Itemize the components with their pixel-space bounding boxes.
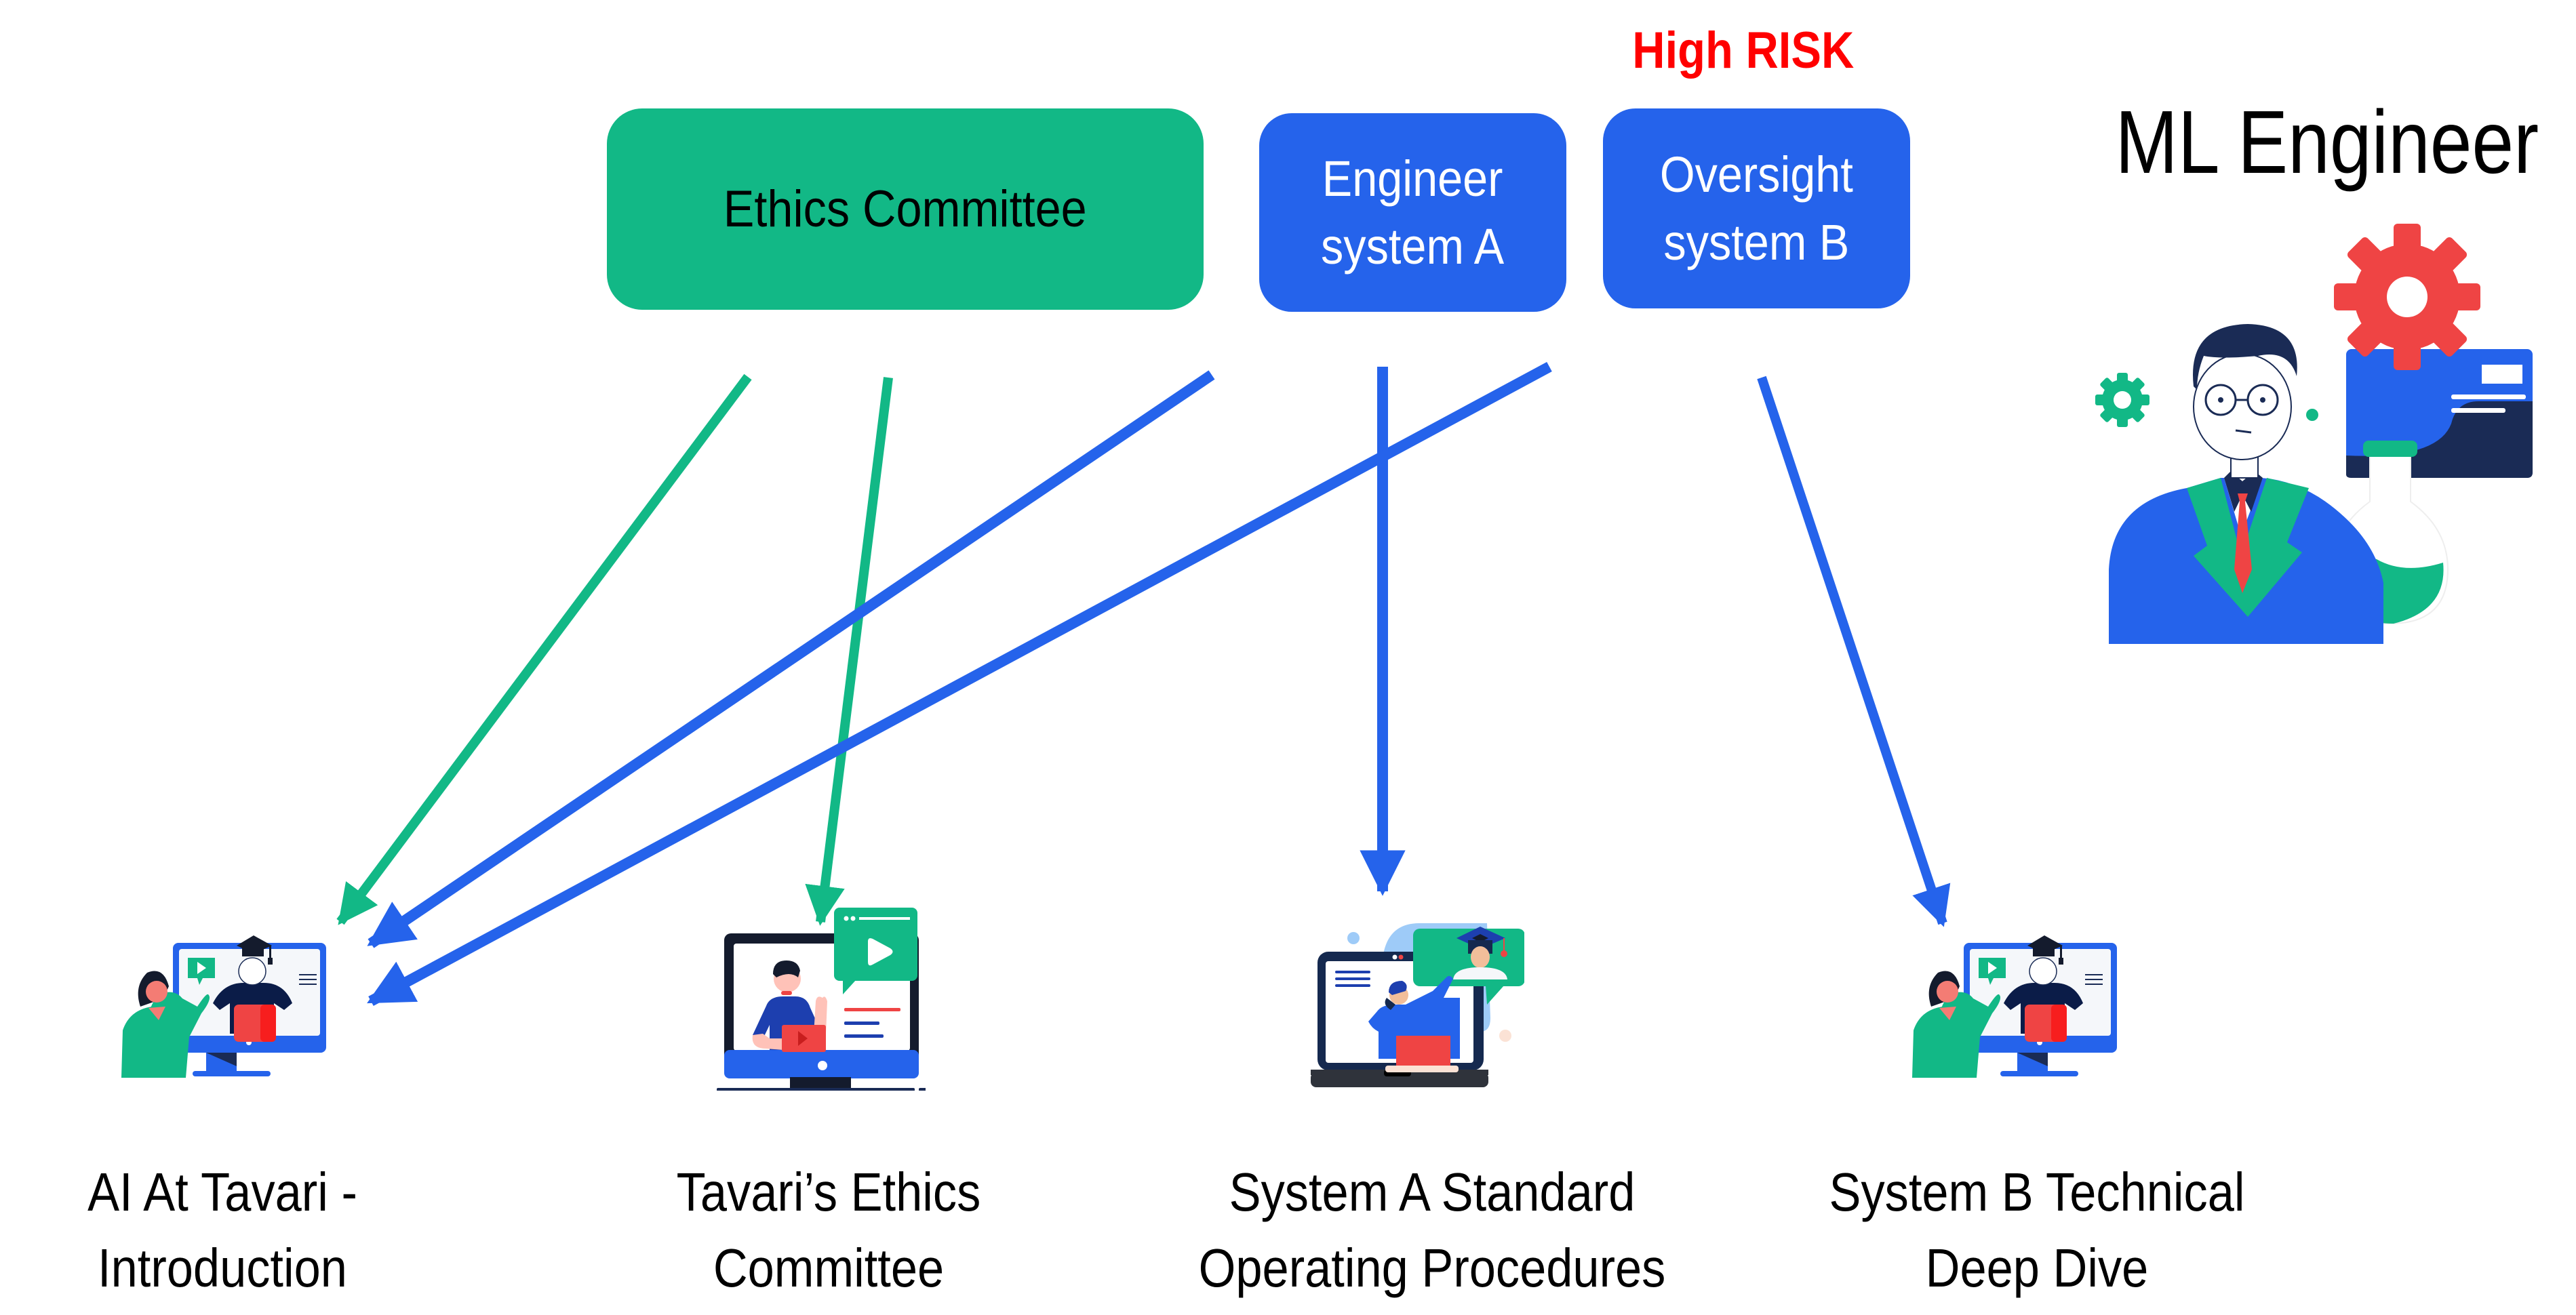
role-box-ethics-committee[interactable]: Ethics Committee	[607, 108, 1204, 310]
course-label-line: Introduction	[98, 1238, 347, 1298]
role-box-label: Oversight system B	[1660, 141, 1853, 277]
dot-icon	[2306, 409, 2318, 421]
high-risk-label: High RISK	[1617, 20, 1861, 81]
arrow-ethics-to-course-1	[336, 373, 752, 925]
arrow-oversight-b-to-course-4	[1757, 376, 1951, 927]
role-box-oversight-system-b[interactable]: Oversight system B	[1603, 108, 1910, 308]
role-box-engineer-system-a[interactable]: Engineer system A	[1259, 113, 1566, 312]
role-box-label-line: system B	[1663, 214, 1850, 270]
course-label-line: System A Standard	[1229, 1162, 1636, 1222]
course-label-line: AI At Tavari -	[87, 1162, 357, 1222]
course-label-system-a-sop[interactable]: System A Standard Operating Procedures	[1127, 1154, 1737, 1306]
arrow-ethics-to-course-2	[805, 377, 893, 926]
persona-title-text: ML Engineer	[2115, 92, 2539, 192]
course-label-system-b-deep-dive[interactable]: System B Technical Deep Dive	[1732, 1154, 2342, 1306]
course-label-line: System B Technical	[1829, 1162, 2245, 1222]
online-class-icon[interactable]	[1912, 918, 2118, 1078]
arrow-engineer-a-to-course-1	[367, 370, 1215, 948]
video-lesson-icon[interactable]	[715, 906, 926, 1091]
course-label-ai-at-tavari[interactable]: AI At Tavari - Introduction	[0, 1154, 528, 1306]
engineer-figure-icon	[2109, 324, 2383, 644]
green-gear-icon	[2095, 373, 2149, 427]
role-box-label: Ethics Committee	[724, 180, 1087, 238]
role-box-label-line: Oversight	[1659, 146, 1853, 203]
course-label-line: Tavari’s Ethics	[676, 1162, 981, 1222]
role-box-label-line: system A	[1321, 218, 1505, 275]
high-risk-text: High RISK	[1632, 22, 1855, 79]
laptop-lecture-icon[interactable]	[1311, 910, 1524, 1088]
online-class-icon[interactable]	[121, 918, 327, 1078]
red-gear-icon	[2334, 224, 2480, 370]
course-label-line: Deep Dive	[1925, 1238, 2149, 1298]
role-box-label: Engineer system A	[1321, 145, 1504, 281]
course-label-ethics-committee[interactable]: Tavari’s Ethics Committee	[523, 1154, 1134, 1306]
arrow-oversight-b-to-course-1	[367, 361, 1552, 1007]
role-box-label-line: Engineer	[1322, 150, 1503, 207]
persona-title: ML Engineer	[2075, 92, 2539, 193]
ml-engineer-illustration-icon	[2095, 224, 2533, 644]
course-label-line: Committee	[713, 1238, 945, 1298]
course-label-line: Operating Procedures	[1198, 1238, 1666, 1298]
